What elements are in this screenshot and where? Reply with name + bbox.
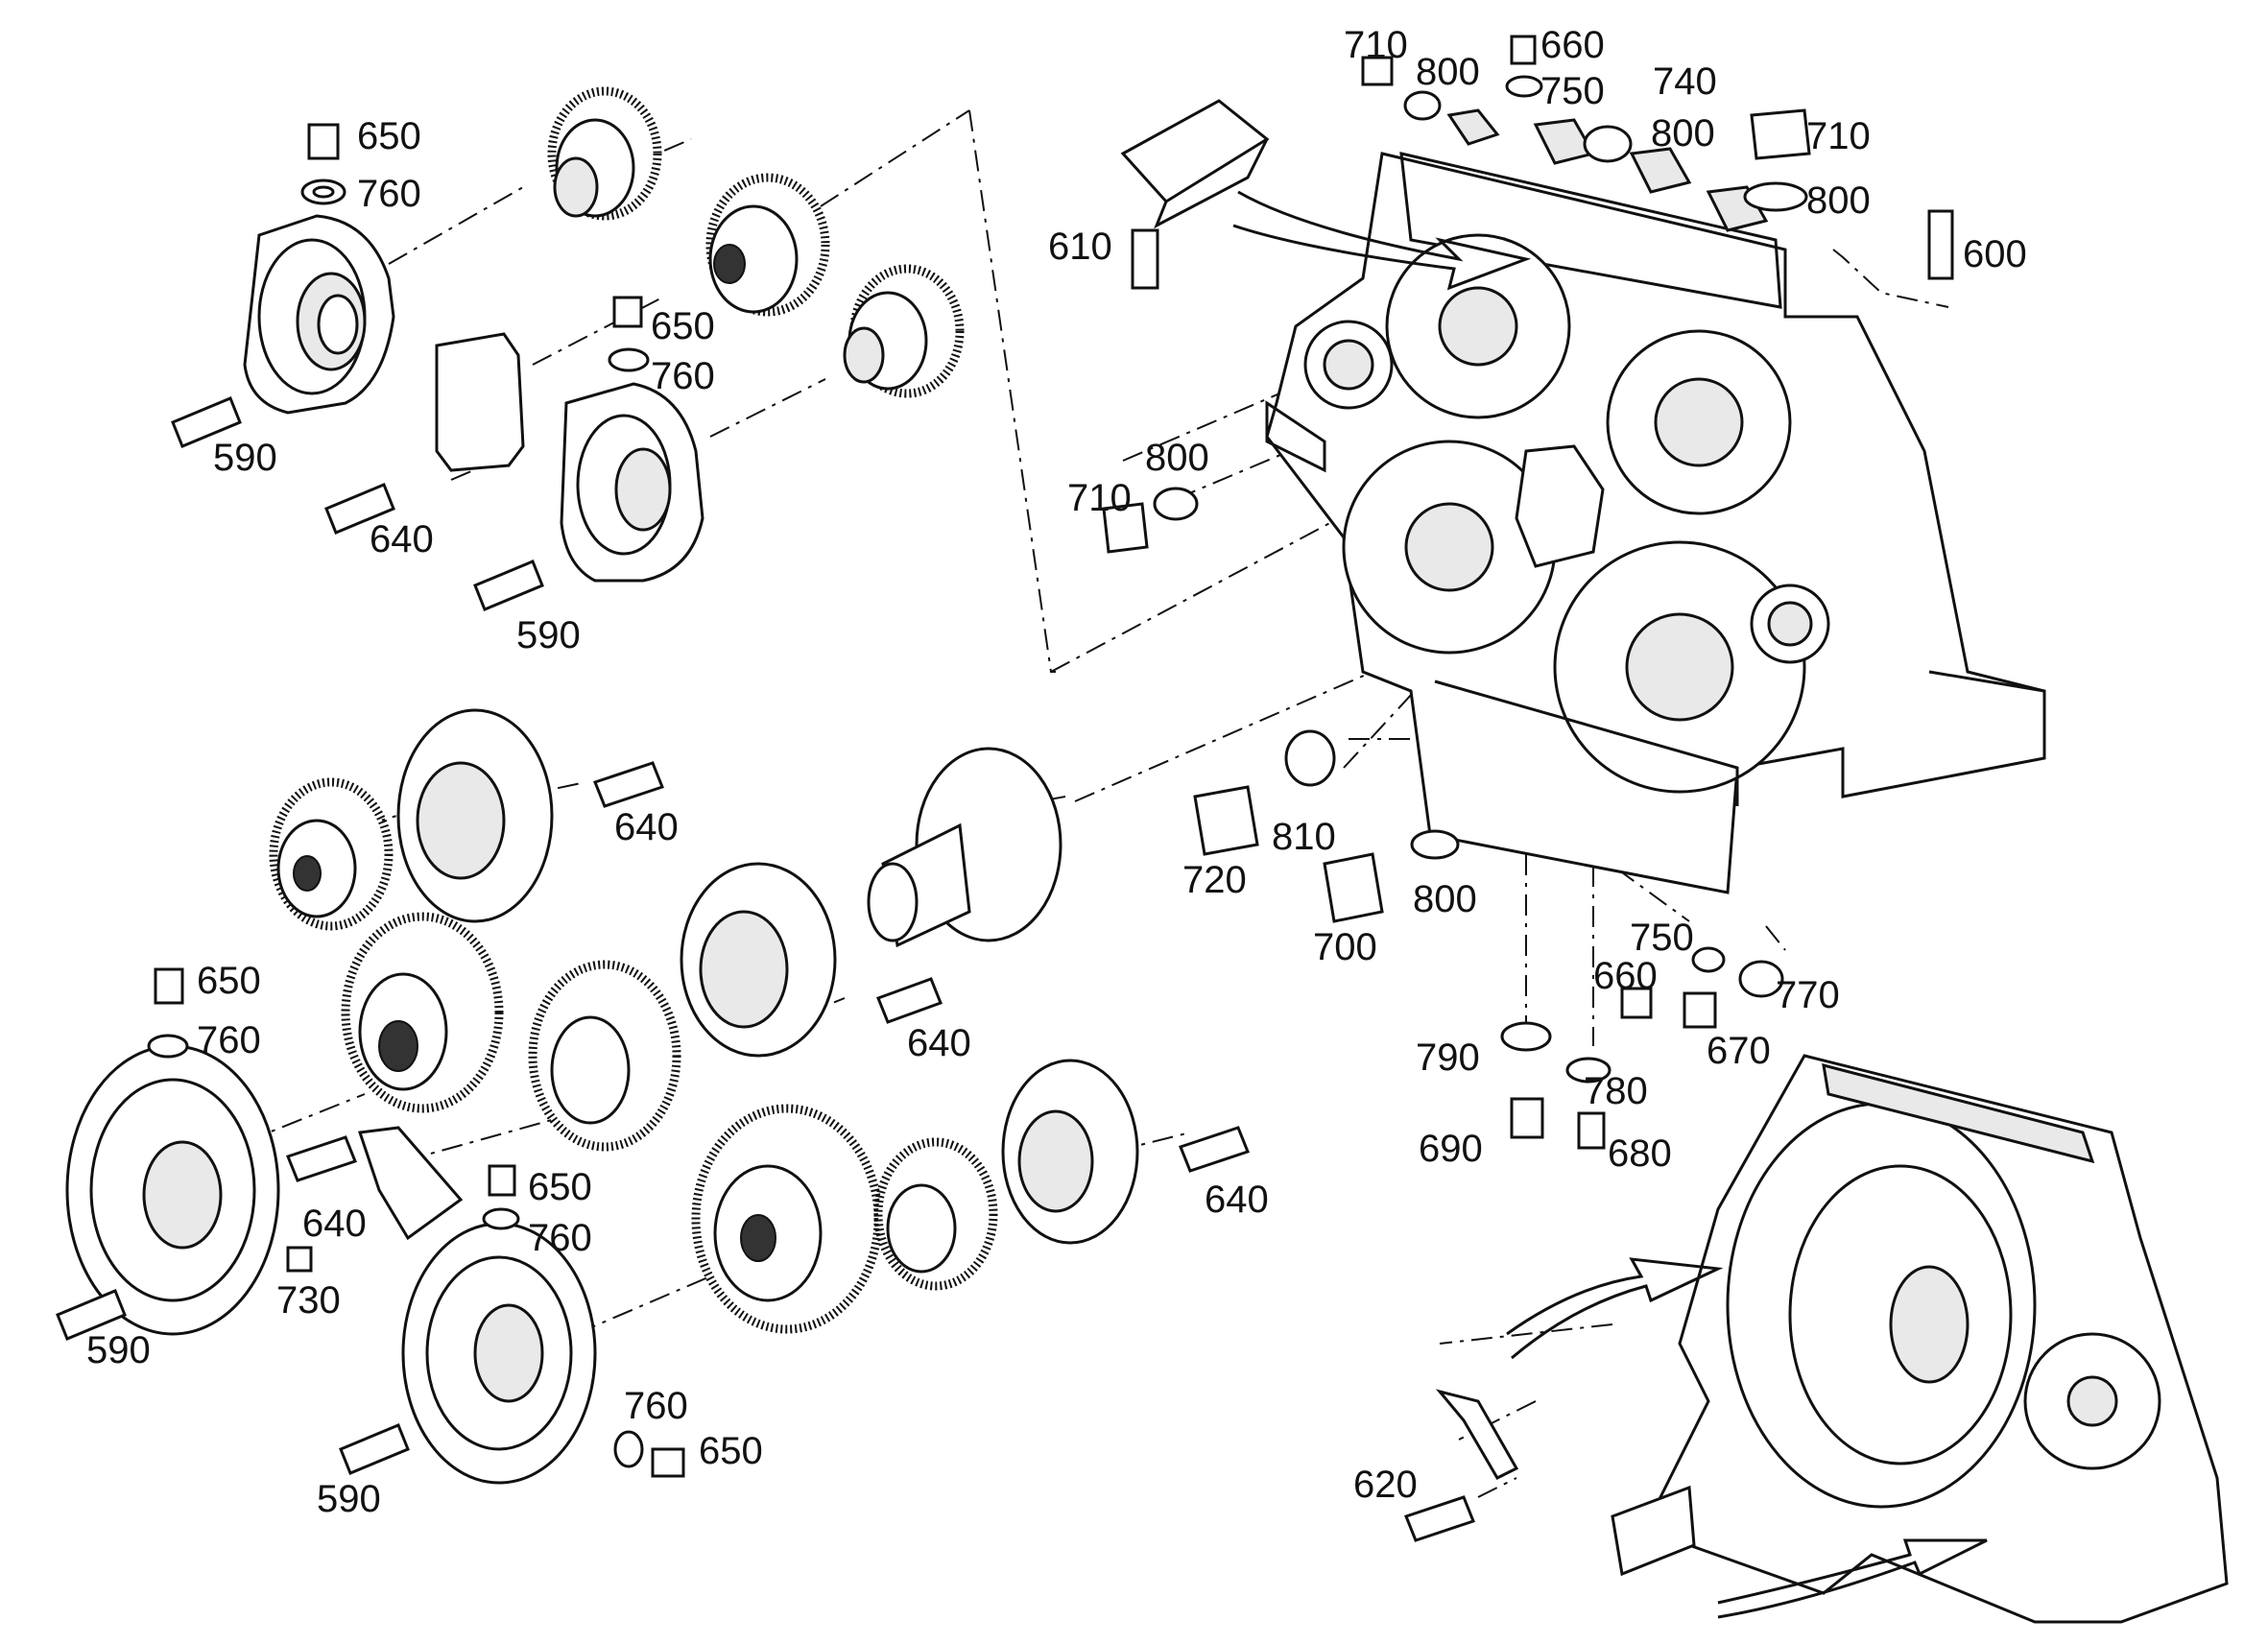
callout-590: 590 [86,1329,151,1371]
callout-810: 810 [1272,816,1336,858]
callout-640: 640 [302,1203,367,1245]
callout-640: 640 [907,1022,971,1064]
callout-760: 760 [197,1019,261,1061]
callout-650: 650 [651,305,715,347]
callout-710: 710 [1806,115,1871,157]
callout-690: 690 [1419,1128,1483,1170]
callout-760: 760 [357,173,421,215]
callout-750: 750 [1630,917,1694,959]
callout-590: 590 [317,1478,381,1520]
callout-770: 770 [1776,974,1840,1016]
callout-600: 600 [1963,233,2027,275]
callout-790: 790 [1416,1036,1480,1079]
callout-labels: 650 760 590 640 650 760 590 610 710 800 … [86,24,2027,1520]
arrow-to-rear-housing-lower [1717,1538,1988,1619]
callout-640: 640 [614,806,679,848]
callout-780: 780 [1584,1070,1648,1112]
callout-760: 760 [624,1385,688,1427]
callout-660: 660 [1540,24,1605,66]
support-bracket-lower [1435,1389,1519,1480]
lower-gear-train [65,708,1139,1485]
callout-760: 760 [528,1217,592,1259]
callout-670: 670 [1707,1030,1771,1072]
callout-720: 720 [1182,859,1247,901]
callout-650: 650 [197,960,261,1002]
callout-650: 650 [357,115,421,157]
support-plate [1611,1485,1696,1577]
callout-610: 610 [1048,226,1112,268]
upper-gears [547,86,965,398]
callout-650: 650 [528,1166,592,1208]
callout-750: 750 [1540,70,1605,112]
callout-800: 800 [1145,437,1209,479]
upper-left-cover-assembly [243,214,704,583]
callout-800: 800 [1651,112,1715,155]
callout-640: 640 [370,518,434,560]
callout-590: 590 [213,437,277,479]
callout-800: 800 [1416,51,1480,93]
mounting-bracket [1120,99,1270,229]
callout-650: 650 [699,1430,763,1472]
callout-680: 680 [1608,1132,1672,1175]
callout-740: 740 [1653,60,1717,103]
callout-640: 640 [1205,1179,1269,1221]
callout-710: 710 [1067,477,1132,519]
fasteners [56,35,1954,1542]
callout-760: 760 [651,355,715,397]
callout-620: 620 [1353,1464,1418,1506]
callout-700: 700 [1313,926,1377,968]
arrow-to-housing [1232,190,1532,291]
callout-590: 590 [516,614,581,656]
gearbox-housing-front [1265,108,2046,894]
callout-660: 660 [1593,955,1658,997]
arrow-to-rear-housing-upper [1506,1257,1724,1360]
callout-730: 730 [276,1279,341,1322]
callout-800: 800 [1413,878,1477,920]
callout-710: 710 [1344,24,1408,66]
callout-800: 800 [1806,179,1871,222]
gearbox-housing-rear [1659,1054,2229,1624]
